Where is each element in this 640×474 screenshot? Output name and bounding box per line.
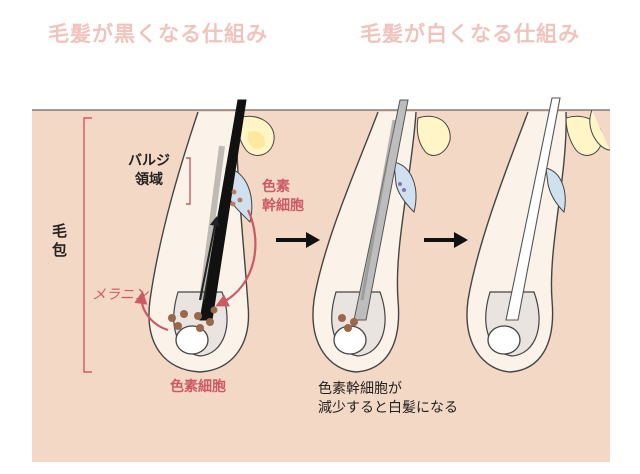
title-black-hair: 毛髪が黒くなる仕組み: [48, 22, 268, 46]
label-melanin: メラニン: [92, 287, 148, 303]
follicle-partial-right: [589, 109, 611, 151]
label-follicle: 毛 包: [52, 222, 68, 259]
bulge-bracket: [186, 157, 191, 205]
caption-graying: 色素幹細胞が 減少すると白髪になる: [318, 381, 458, 416]
follicle-graying-hair: [312, 99, 451, 373]
melanin-dots: [168, 306, 218, 332]
arrow-right-1: [276, 232, 320, 248]
arrow-right-2: [424, 232, 468, 248]
label-bulge-region: バルジ 領域: [128, 153, 170, 188]
label-pigment-cell: 色素細胞: [170, 379, 226, 395]
follicle-black-hair: [134, 99, 275, 373]
follicle-white-hair: [466, 97, 603, 373]
title-white-hair: 毛髪が白くなる仕組み: [360, 22, 580, 46]
follicle-bracket: [83, 117, 92, 373]
label-pigment-stem-cell: 色素 幹細胞: [262, 179, 304, 214]
